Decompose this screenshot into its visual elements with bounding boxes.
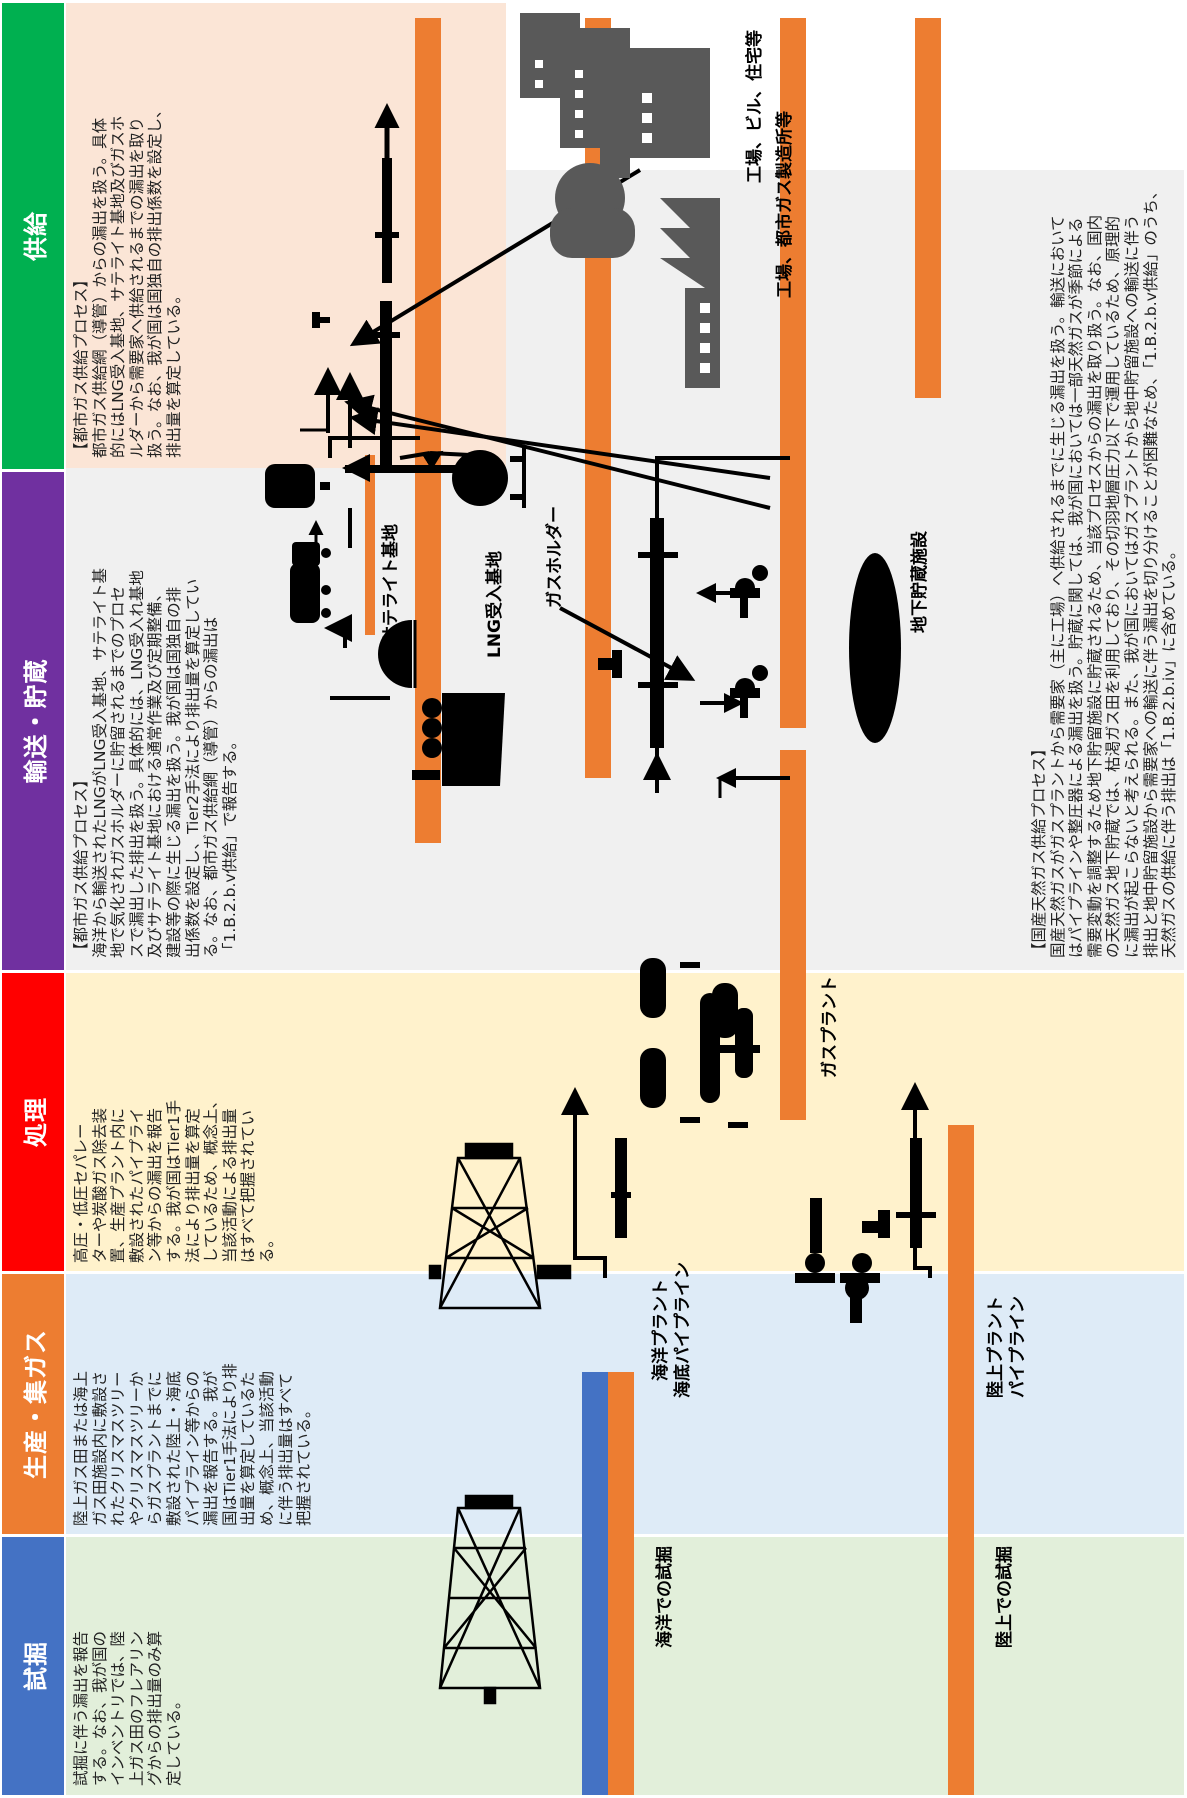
label-underground-storage: 地下貯蔵施設 — [910, 531, 930, 633]
pipeline-gas-plant — [780, 750, 806, 1120]
flow-arrow-onshore-to-plant — [901, 1082, 932, 1278]
flow-arrow-holder-to-supply — [344, 394, 771, 510]
label-onshore-plant: 陸上プラント パイプライン — [985, 1296, 1029, 1398]
domestic-main-pipe — [650, 518, 664, 748]
pipeline-offshore — [608, 1372, 634, 1795]
factory-icon — [660, 198, 720, 388]
gas-holder-icon — [452, 448, 526, 508]
label-gas-plant: ガスプラント — [820, 976, 840, 1078]
flow-arrow-offshore-to-plant — [561, 1087, 607, 1278]
label-offshore-exploration: 海洋での試掘 — [655, 1546, 675, 1648]
gas-plant-icon — [640, 958, 760, 1128]
label-onshore-plant-line2: パイプライン — [1008, 1296, 1028, 1398]
processing-description: 高圧・低圧セパレー ターや炭酸ガス除去装 置、生産プラント内に 敷設されたパイプ… — [72, 1092, 276, 1263]
christmas-tree-icon — [795, 1198, 880, 1323]
building-icon — [520, 13, 710, 178]
satellite-tank-icon — [265, 464, 315, 508]
pipeline-onshore — [948, 1125, 974, 1795]
sea-strip-offshore-exploration — [582, 1372, 608, 1795]
label-factory-building-home: 工場、ビル、住宅等 — [745, 30, 765, 183]
drilling-rig-icon — [438, 1494, 542, 1705]
pressure-regulator-icon — [730, 665, 768, 718]
drilling-rig-icon — [428, 1142, 572, 1310]
label-onshore-plant-line1: 陸上プラント — [986, 1296, 1006, 1398]
lng-ship-icon — [412, 693, 505, 786]
domestic-description: 【国産天然ガス供給プロセス】 国産天然ガスがガスプラントから需要家（主に工場）へ… — [1030, 183, 1179, 958]
lorry-icon — [290, 542, 331, 623]
label-offshore-plant-line1: 海洋プラント — [651, 1279, 671, 1381]
supply-description: 【都市ガス供給プロセス】 都市ガス供給網（導管）からの漏出を扱う。具体 的にはL… — [72, 102, 183, 458]
production-description: 陸上ガス田または海上 ガス田施設内に敷設さ れたクリスマスツリー やクリスマスツ… — [72, 1363, 314, 1526]
pipeline-lower — [915, 18, 941, 398]
flow-arrow-domestic-to-supply — [349, 407, 771, 480]
flow-arrow-to-lng-terminal — [559, 606, 696, 681]
label-satellite: サテライト基地 — [381, 524, 401, 643]
lng-tank-icon — [378, 620, 412, 688]
exploration-description: 試掘に伴う漏出を報告 する。なお、我が国の インベントリでは、陸 上ガス田のフレ… — [72, 1630, 183, 1786]
pipeline-domestic — [780, 18, 806, 728]
label-offshore-plant-line2: 海底パイプライン — [673, 1262, 693, 1398]
subsea-pipeline — [615, 1138, 627, 1238]
underground-storage-icon — [849, 553, 901, 743]
label-onshore-exploration: 陸上での試掘 — [995, 1546, 1015, 1648]
onshore-pipeline — [862, 1138, 936, 1248]
label-factory-city-gas: 工場、都市ガス製造所等 — [775, 111, 795, 298]
supply-main-pipe — [345, 465, 475, 473]
label-lng-terminal: LNG受入基地 — [485, 550, 505, 658]
gas-tank-icon — [550, 163, 635, 258]
lng-description: 【都市ガス供給プロセス】 海洋から輸送されたLNGがLNG受入基地、サテライト基… — [72, 568, 239, 958]
pipeline-satellite — [365, 455, 375, 635]
label-offshore-plant: 海洋プラント 海底パイプライン — [650, 1262, 694, 1398]
label-gas-holder: ガスホルダー — [545, 506, 565, 608]
